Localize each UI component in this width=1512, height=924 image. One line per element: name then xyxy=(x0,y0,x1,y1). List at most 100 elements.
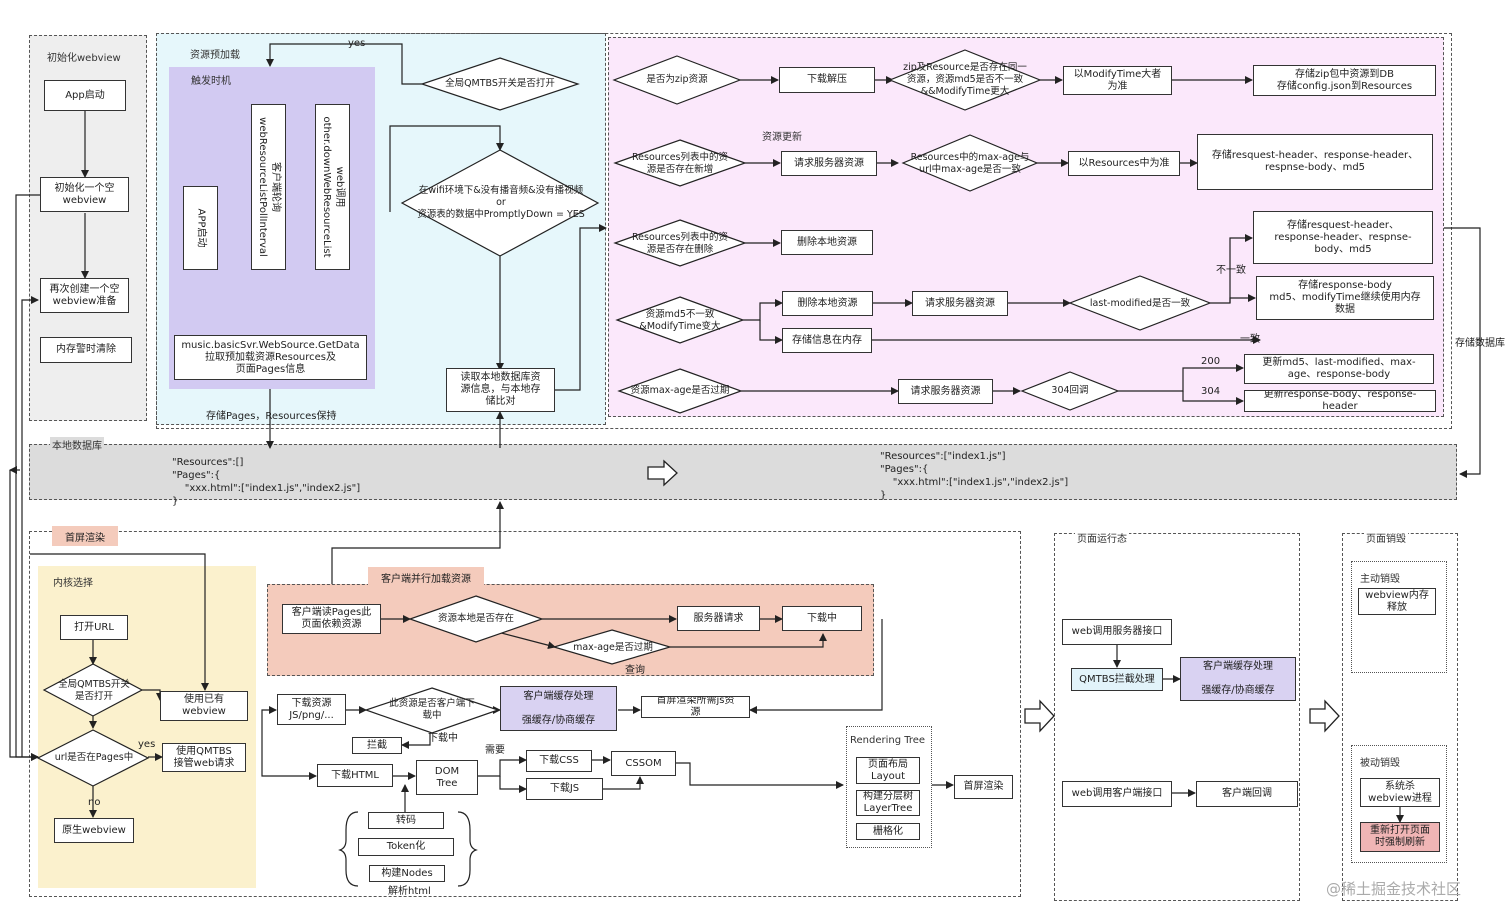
store-zip-box: 存储zip包中资源到DB 存储config.json到Resources xyxy=(1253,65,1436,96)
expired-diamond: 资源max-age是否过期 xyxy=(630,385,730,396)
update-panel-title: 资源更新 xyxy=(762,132,802,143)
yes-label-top: yes xyxy=(348,38,366,49)
build-nodes-box: 构建Nodes xyxy=(369,865,445,882)
qmtbs-intercept-box: QMTBS拦截处理 xyxy=(1071,668,1163,691)
download-html-box: 下载HTML xyxy=(317,764,393,787)
qmtbs-switch-diamond: 全局QMTBS开关是否打开 xyxy=(445,78,555,89)
query-label: 查询 xyxy=(625,665,645,676)
store-memory-box: 存储信息在内存 xyxy=(782,328,872,353)
parse-html-label: 解析html xyxy=(388,886,431,897)
client-callback-box: 客户端回调 xyxy=(1196,781,1298,807)
update-response-box: 更新response-body、response- header xyxy=(1244,390,1436,412)
first-paint-box: 首屏渲染 xyxy=(954,775,1013,799)
need-label: 需要 xyxy=(485,745,505,756)
md5-change-diamond: 资源md5不一致 &ModifyTime变大 xyxy=(639,309,721,332)
cache-process-box: 客户端缓存处理 强缓存/协商缓存 xyxy=(500,686,617,731)
passive-destroy-title: 被动销毁 xyxy=(1360,758,1400,769)
first-render-panel xyxy=(29,531,1021,897)
use-qmtbs-box: 使用QMTBS 接管web请求 xyxy=(162,743,246,772)
layer-tree-box: 构建分层树 LayerTree xyxy=(856,790,920,816)
client-downloading-box: 下载中 xyxy=(782,606,862,631)
app-start-vertical-box: APP启动 xyxy=(183,186,218,270)
is-zip-diamond: 是否为zip资源 xyxy=(646,74,708,85)
mem-clear-box: 内存警时清除 xyxy=(40,337,132,363)
intercept-box: 拦截 xyxy=(352,737,402,754)
zip-condition-diamond: zip及Resource是否存在同一 资源，资源md5是否不一致 &&Modif… xyxy=(903,62,1027,97)
reopen-refresh-box: 重新打开页面 时强制刷新 xyxy=(1360,822,1440,852)
active-destroy-panel xyxy=(1351,561,1447,673)
db-after-text: "Resources":["index1.js"] "Pages":{ "xxx… xyxy=(880,451,1069,501)
deleted-resource-diamond: Resources列表中的资 源是否存在删除 xyxy=(631,232,729,255)
web-call-server-box: web调用服务器接口 xyxy=(1062,619,1172,645)
runtime-panel xyxy=(1054,533,1300,901)
code-304-label: 304 xyxy=(1201,386,1221,397)
init-empty-webview-box: 初始化一个空 webview xyxy=(40,177,129,212)
qmtbs-question-diamond: 全局QMTBS开关 是否打开 xyxy=(58,679,130,702)
store-db-label: 存储数据库 xyxy=(1455,338,1505,349)
destroy-panel-title: 页面销毁 xyxy=(1364,530,1408,545)
delete-local-box-2: 删除本地资源 xyxy=(782,291,873,316)
local-db-panel xyxy=(29,444,1457,500)
consistent-label: 一致 xyxy=(1240,334,1260,345)
client-poll-vertical-box: 客户端轮询 webResourceListPollInterval xyxy=(251,104,286,270)
client-downloading-diamond: 此资源是否客户端下 载中 xyxy=(389,698,475,721)
no-label-kernel: no xyxy=(88,797,101,808)
raster-box: 栅格化 xyxy=(856,823,920,840)
yes-label-kernel: yes xyxy=(138,739,156,750)
inconsistent-label: 不一致 xyxy=(1216,265,1246,276)
recreate-webview-box: 再次创建一个空 webview准备 xyxy=(40,278,129,313)
active-destroy-title: 主动销毁 xyxy=(1360,574,1400,585)
web-call-vertical-box: web调用 other.downWebResourceList xyxy=(315,104,350,270)
store-request-box-2: 存储resquest-header、 response-header、respn… xyxy=(1253,211,1433,264)
cssom-box: CSSOM xyxy=(611,751,676,776)
store-request-box: 存储resquest-header、response-header、 respn… xyxy=(1197,134,1433,190)
init-panel-title: 初始化webview xyxy=(47,53,121,64)
maxage-expired-diamond: max-age是否过期 xyxy=(573,642,653,653)
first-screen-js-box: 首屏渲染所需js资 源 xyxy=(641,696,750,718)
preload-outer-border xyxy=(156,33,1452,429)
cb304-diamond: 304回调 xyxy=(1051,385,1089,396)
code-200-label: 200 xyxy=(1201,356,1221,367)
dom-tree-box: DOM Tree xyxy=(416,760,478,795)
native-webview-box: 原生webview xyxy=(54,818,134,843)
in-pages-diamond: url是否在Pages中 xyxy=(54,752,134,763)
client-parallel-tag: 客户端并行加载资源 xyxy=(368,567,484,587)
download-css-box: 下载CSS xyxy=(526,750,592,772)
getdata-box: music.basicSvr.WebSource.GetData 拉取预加载资源… xyxy=(174,335,367,380)
request-server-box-3: 请求服务器资源 xyxy=(898,379,993,404)
read-local-db-box: 读取本地数据库资 源信息，与本地存 储比对 xyxy=(446,368,555,412)
server-request-box: 服务器请求 xyxy=(677,606,760,631)
use-existing-webview-box: 使用已有 webview xyxy=(160,691,248,721)
request-server-box-1: 请求服务器资源 xyxy=(781,151,877,176)
read-pages-box: 客户端读Pages此 页面依赖资源 xyxy=(282,604,381,634)
trigger-panel-title: 触发时机 xyxy=(191,76,231,87)
runtime-panel-title: 页面运行态 xyxy=(1075,530,1129,545)
store-body-box: 存储response-body md5、modifyTime继续使用内存 数据 xyxy=(1256,276,1434,320)
update-md5-box: 更新md5、last-modified、max- age、response-bo… xyxy=(1244,354,1434,384)
preload-panel-title: 资源预加载 xyxy=(190,50,240,61)
runtime-cache-box: 客户端缓存处理 强缓存/协商缓存 xyxy=(1180,657,1296,701)
last-modified-diamond: last-modified是否一致 xyxy=(1089,298,1191,309)
new-resource-diamond: Resources列表中的资 源是否存在新增 xyxy=(631,152,729,175)
layout-box: 页面布局 Layout xyxy=(856,757,920,784)
store-pages-label: 存储Pages，Resources保持 xyxy=(206,411,337,422)
db-before-text: "Resources":[] "Pages":{ "xxx.html":["in… xyxy=(172,457,361,507)
watermark-text: @稀土掘金技术社区 xyxy=(1326,880,1462,898)
transcode-box: 转码 xyxy=(368,812,444,829)
memory-release-box: webview内存 释放 xyxy=(1358,588,1436,615)
request-server-box-2: 请求服务器资源 xyxy=(912,291,1008,316)
download-resource-box: 下载资源 JS/png/... xyxy=(277,694,346,725)
local-db-title: 本地数据库 xyxy=(50,437,104,452)
passive-destroy-panel xyxy=(1351,745,1447,863)
app-start-box: App启动 xyxy=(44,80,126,111)
rendering-tree-panel xyxy=(846,726,932,848)
web-call-client-box: web调用客户端接口 xyxy=(1062,781,1172,807)
system-kill-box: 系统杀 webview进程 xyxy=(1360,778,1440,807)
first-render-tag: 首屏渲染 xyxy=(52,526,118,546)
downloading-label: 下载中 xyxy=(428,733,458,744)
maxage-condition-diamond: Resources中的max-age与 url中max-age是否一致 xyxy=(910,152,1030,175)
wifi-condition-diamond: 在wifi环境下&没有播音频&没有播视频 or 资源表的数据中PromptlyD… xyxy=(417,185,585,220)
exists-local-diamond: 资源本地是否存在 xyxy=(437,613,514,624)
download-js-box: 下载JS xyxy=(526,778,603,800)
